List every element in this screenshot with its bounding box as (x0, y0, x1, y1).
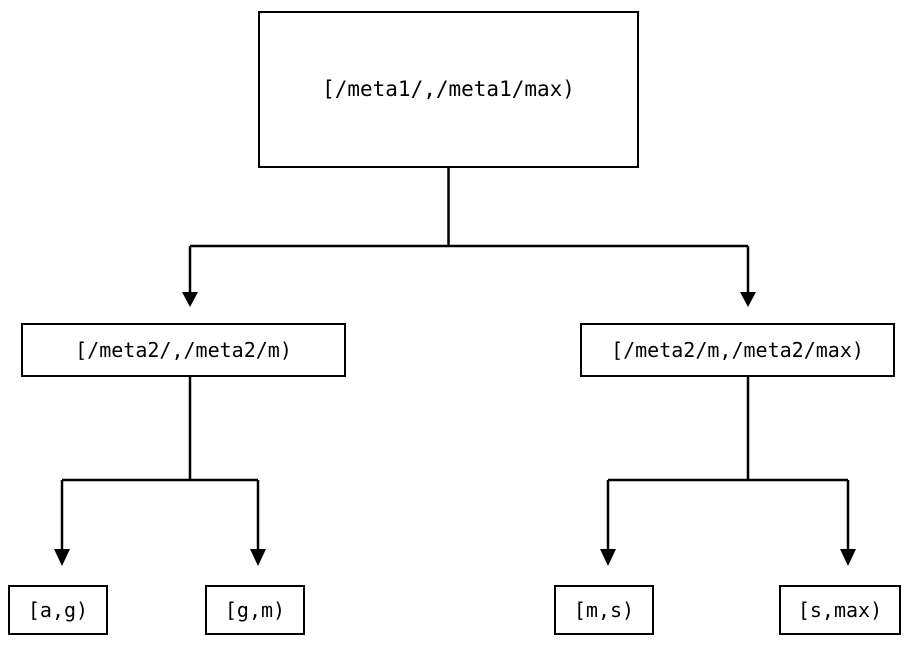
tree-node-leaf-ms[interactable]: [m,s) (554, 585, 654, 635)
tree-node-leaf-ms-label: [m,s) (573, 598, 635, 622)
tree-node-leaf-smax[interactable]: [s,max) (779, 585, 901, 635)
tree-node-root-label: [/meta1/,/meta1/max) (322, 77, 575, 101)
tree-node-mid-left-label: [/meta2/,/meta2/m) (75, 338, 292, 362)
tree-node-leaf-ag[interactable]: [a,g) (8, 585, 108, 635)
arrowhead-to-mid-right (740, 292, 756, 307)
arrowhead-to-mid-left (182, 292, 198, 307)
arrowhead-to-leaf-gm (250, 549, 266, 566)
tree-node-mid-left[interactable]: [/meta2/,/meta2/m) (21, 323, 346, 377)
tree-node-mid-right[interactable]: [/meta2/m,/meta2/max) (580, 323, 895, 377)
arrowhead-to-leaf-smax (840, 549, 856, 566)
tree-node-leaf-ag-label: [a,g) (27, 598, 89, 622)
tree-node-leaf-gm[interactable]: [g,m) (205, 585, 305, 635)
tree-node-leaf-smax-label: [s,max) (797, 598, 883, 622)
arrowhead-to-leaf-ms (600, 549, 616, 566)
arrowhead-to-leaf-ag (54, 549, 70, 566)
tree-node-root[interactable]: [/meta1/,/meta1/max) (258, 11, 639, 168)
tree-node-mid-right-label: [/meta2/m,/meta2/max) (611, 338, 864, 362)
tree-node-leaf-gm-label: [g,m) (224, 598, 286, 622)
